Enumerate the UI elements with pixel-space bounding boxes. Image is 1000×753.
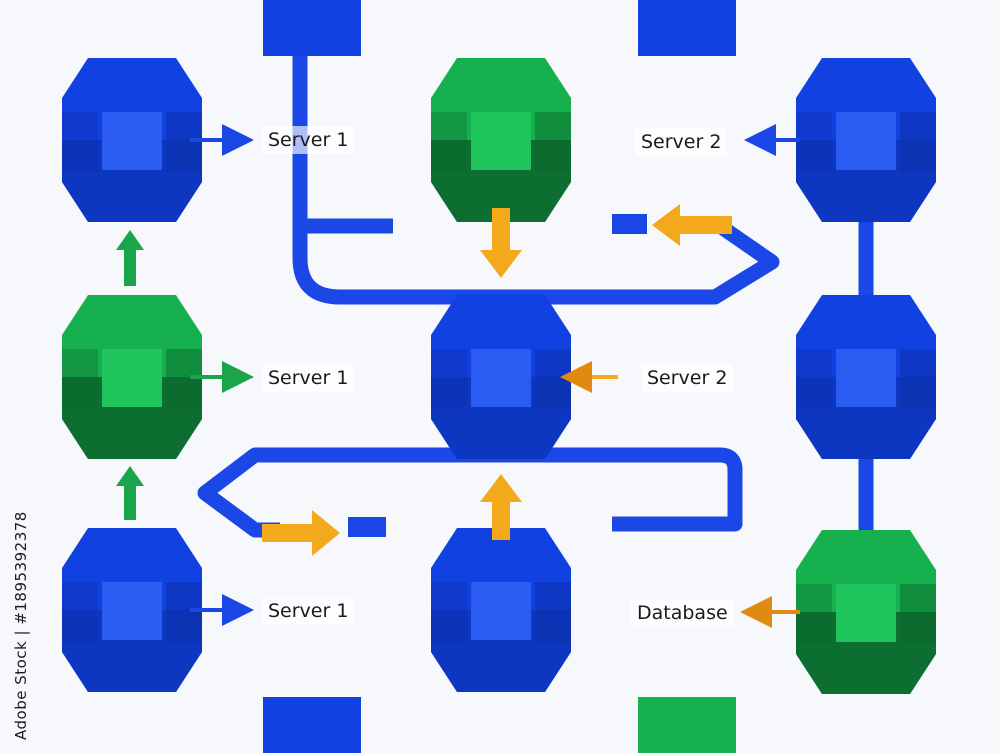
node-r1c2 <box>431 58 571 222</box>
line-stub-upper-right <box>612 214 647 234</box>
label-server2-top: Server 2 <box>635 128 728 156</box>
corner-square-bottom-left <box>263 697 361 753</box>
line-middle-loop <box>197 447 743 538</box>
corner-square-top-left <box>263 0 361 56</box>
corner-square-bottom-right <box>638 697 736 753</box>
label-server1-mid: Server 1 <box>262 364 355 392</box>
nodes-layer <box>62 58 936 694</box>
orange-arrow-up <box>480 474 522 540</box>
line-stub-middle <box>348 517 386 537</box>
node-r3c1 <box>62 528 202 692</box>
green-arrow-upper <box>116 230 144 286</box>
stock-watermark: Adobe Stock | #1895392378 <box>12 511 30 740</box>
green-arrows <box>116 230 144 520</box>
corner-square-top-right <box>638 0 736 56</box>
label-database: Database <box>631 599 734 627</box>
orange-arrow-right <box>262 510 340 556</box>
node-r3c3 <box>796 530 936 694</box>
label-server1-bottom: Server 1 <box>262 597 355 625</box>
node-r3c2 <box>431 528 571 692</box>
node-r2c1 <box>62 295 202 459</box>
green-arrow-lower <box>116 466 144 520</box>
connector-arrows <box>190 124 800 628</box>
node-r2c2 <box>431 295 571 459</box>
orange-arrow-left <box>652 204 732 246</box>
orange-arrows <box>262 204 732 556</box>
node-r1c1 <box>62 58 202 222</box>
label-server2-mid: Server 2 <box>641 364 734 392</box>
label-server1-top: Server 1 <box>262 126 355 154</box>
node-r2c3 <box>796 295 936 459</box>
orange-arrow-down <box>480 208 522 278</box>
node-r1c3 <box>796 58 936 222</box>
